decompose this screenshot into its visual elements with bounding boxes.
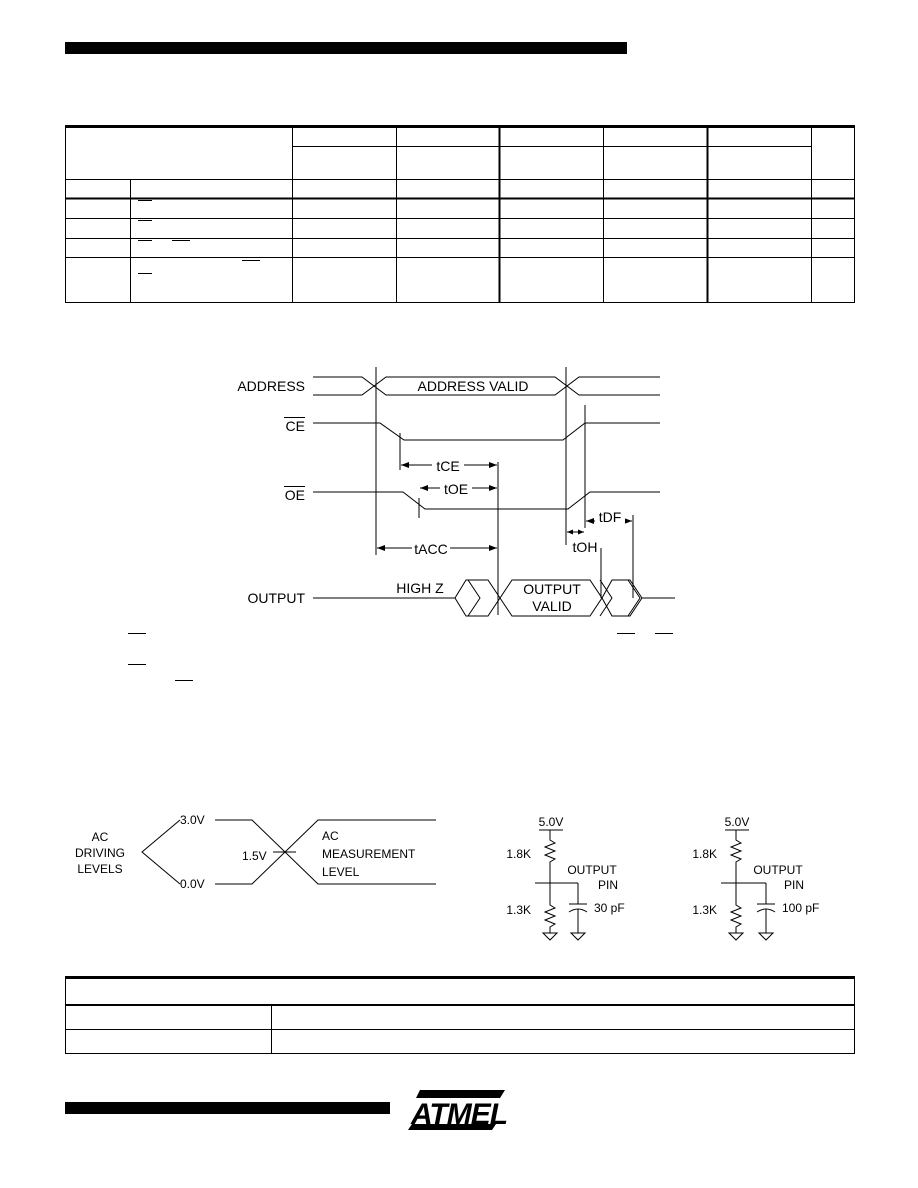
load1-wiring (535, 829, 588, 941)
header-bar (65, 42, 627, 54)
ac-driving-label-1: AC (92, 830, 109, 844)
load-circuit-30pf: 5.0V 1.8K 1.3K OUTPUT PIN 30 pF (506, 815, 625, 941)
output-signal-label: OUTPUT (247, 590, 305, 606)
oe-waveform (313, 491, 660, 510)
ce-signal-label: CE (286, 418, 305, 434)
toh-arrowhead-right (578, 529, 584, 535)
load2-r-top-label: 1.8K (692, 847, 717, 861)
note-overlines (128, 633, 673, 681)
output-valid-label-line2: VALID (532, 598, 571, 614)
high-z-label: HIGH Z (396, 580, 444, 596)
load2-pin-label-2: PIN (784, 878, 804, 892)
output-waveform (313, 579, 675, 617)
timing-reference-lines (375, 367, 634, 615)
tacc-label: tACC (414, 541, 447, 557)
ac-driving-label-2: DRIVING (75, 846, 125, 860)
ac-driving-label-3: LEVELS (77, 862, 122, 876)
logo-bottom-stripe (408, 1124, 496, 1130)
ac-levels-diagram: AC DRIVING LEVELS 3.0V 0.0V 1.5V AC MEAS… (75, 813, 436, 891)
footer-bar (65, 1102, 390, 1114)
read-timing-diagram: ADDRESS CE OE OUTPUT ADDRESS VALID (237, 367, 675, 617)
ac-level-waveform (215, 819, 436, 885)
load2-wiring (721, 829, 776, 941)
toe-label: tOE (444, 481, 468, 497)
v-low-label: 0.0V (180, 877, 205, 891)
load-circuit-100pf: 5.0V 1.8K 1.3K OUTPUT PIN 100 pF (692, 815, 819, 941)
ce-waveform (313, 422, 660, 441)
tacc-label-bg (412, 540, 450, 556)
load2-pin-label-1: OUTPUT (753, 863, 803, 877)
tdf-arrowhead-left (586, 518, 594, 524)
capacitance-table (65, 976, 855, 1054)
load2-cap-label: 100 pF (782, 901, 819, 915)
load2-r-bottom-label: 1.3K (692, 903, 717, 917)
driving-bracket (141, 819, 181, 885)
load2-supply-label: 5.0V (725, 815, 750, 829)
load1-r-top-label: 1.8K (506, 847, 531, 861)
logo-top-stripe (416, 1090, 505, 1098)
tdf-arrowhead-right (624, 518, 632, 524)
output-valid-label-line1: OUTPUT (523, 581, 581, 597)
load1-r-bottom-label: 1.3K (506, 903, 531, 917)
address-valid-label: ADDRESS VALID (418, 378, 529, 394)
load1-pin-label-1: OUTPUT (567, 863, 617, 877)
ac-measurement-label-2: MEASUREMENT (322, 847, 416, 861)
tacc-arrowhead-left (377, 545, 385, 551)
address-waveform (313, 376, 660, 396)
tdf-label-bg (595, 510, 625, 526)
toe-label-bg (440, 480, 472, 496)
ac-characteristics-table (65, 125, 855, 303)
atmel-logo: ATMEL (408, 1090, 508, 1131)
toh-label: tOH (573, 539, 598, 555)
tce-arrowhead-left (401, 462, 409, 468)
v-mid-label: 1.5V (242, 849, 267, 863)
oe-signal-label: OE (285, 487, 305, 503)
address-signal-label: ADDRESS (237, 378, 305, 394)
ac-measurement-label-3: LEVEL (322, 865, 360, 879)
v-high-label: 3.0V (180, 813, 205, 827)
tdf-label: tDF (599, 509, 622, 525)
load1-cap-label: 30 pF (594, 901, 625, 915)
tacc-arrowhead-right (489, 545, 497, 551)
toe-arrowhead-right (489, 485, 497, 491)
load1-pin-label-2: PIN (598, 878, 618, 892)
ac-measurement-label-1: AC (322, 829, 339, 843)
tce-label-bg (432, 457, 464, 473)
tce-arrowhead-right (489, 462, 497, 468)
load1-supply-label: 5.0V (539, 815, 564, 829)
toe-arrowhead-left (420, 485, 428, 491)
toh-arrowhead-left (567, 529, 573, 535)
tce-label: tCE (436, 458, 459, 474)
